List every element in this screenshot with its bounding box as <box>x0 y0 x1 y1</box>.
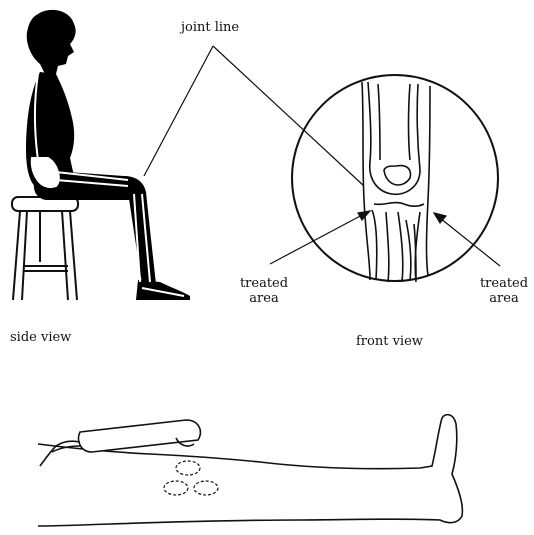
lying-leg <box>38 415 462 526</box>
treated-area-label-right-line1: treated <box>476 276 532 291</box>
treated-area-label-left-line1: treated <box>236 276 292 291</box>
joint-line-label: joint line <box>181 20 239 35</box>
treatment-circles <box>164 461 218 495</box>
stool <box>12 197 78 300</box>
front-view-label: front view <box>356 334 423 349</box>
joint-line-pointer-side <box>144 46 213 176</box>
body-silhouette <box>26 10 190 300</box>
treated-area-label-right-line2: area <box>476 291 532 306</box>
treated-area-label-left: treated area <box>236 276 292 306</box>
seated-figure <box>12 10 213 300</box>
treated-area-label-left-line2: area <box>236 291 292 306</box>
magnifier-circle <box>292 75 498 281</box>
treated-area-label-right: treated area <box>476 276 532 306</box>
side-view-label: side view <box>10 330 71 345</box>
front-view-knee <box>213 46 500 282</box>
